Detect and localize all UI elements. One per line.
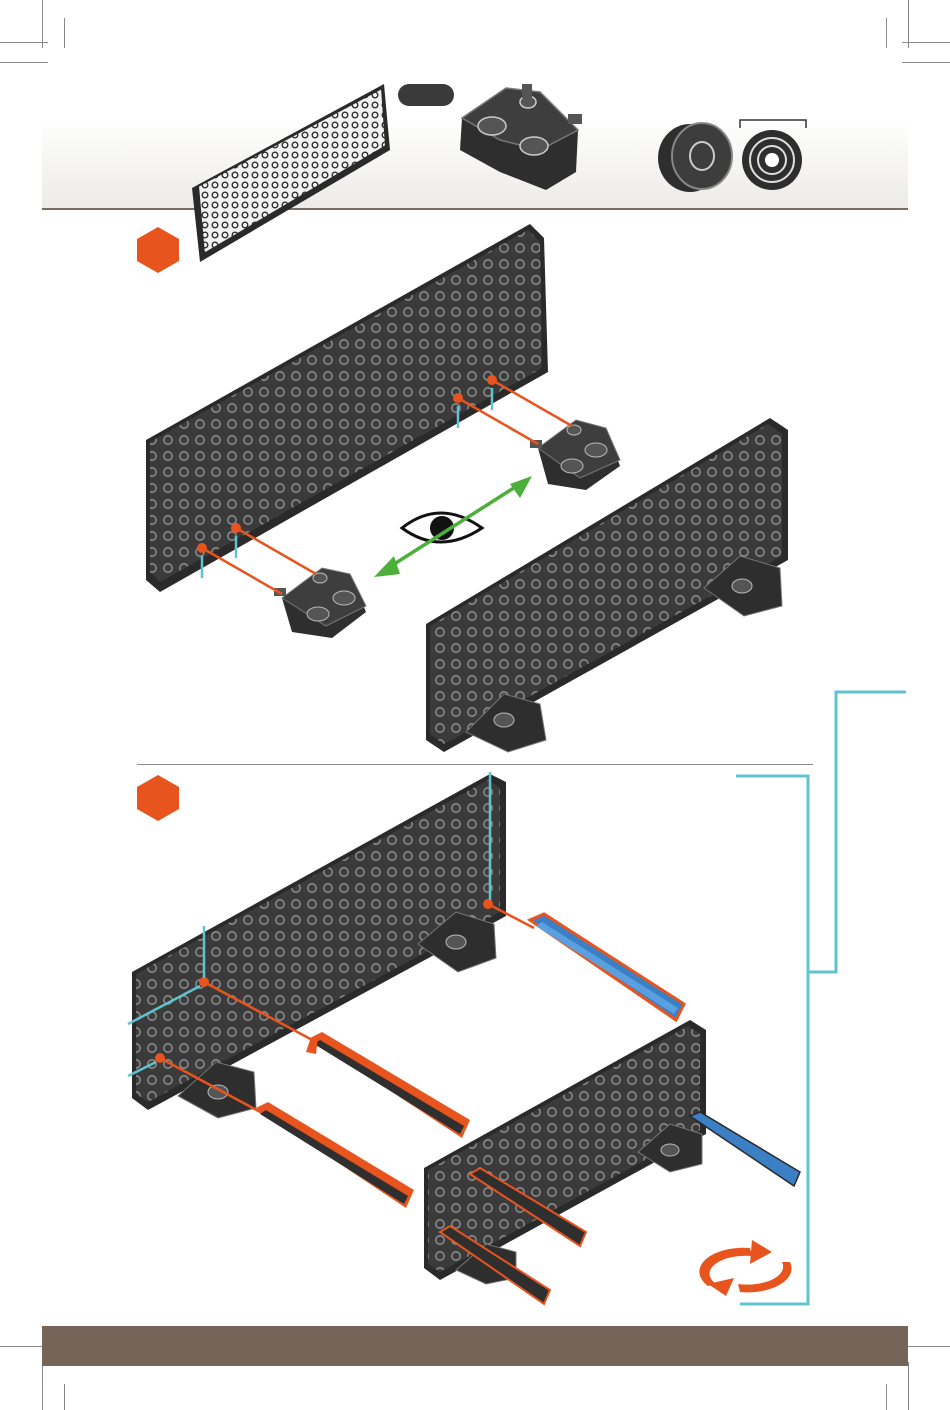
view-direction-arrow xyxy=(374,476,532,577)
shaft-blue-1 xyxy=(530,914,684,1020)
callout-bracket xyxy=(736,692,906,1304)
rotate-icon xyxy=(699,1240,791,1296)
corner-connector-icon xyxy=(460,84,582,190)
step1-connector-right xyxy=(530,420,620,490)
plate-part-icon xyxy=(192,84,390,262)
step1-connector-left xyxy=(274,568,366,638)
shaft-orange-1 xyxy=(306,1032,470,1138)
shaft-blue-2 xyxy=(690,1112,800,1186)
step2-back-plate xyxy=(132,774,506,1118)
shaft-collar-icon xyxy=(658,120,806,192)
shaft-orange-2 xyxy=(256,1102,414,1208)
step1-back-plate xyxy=(146,224,548,592)
